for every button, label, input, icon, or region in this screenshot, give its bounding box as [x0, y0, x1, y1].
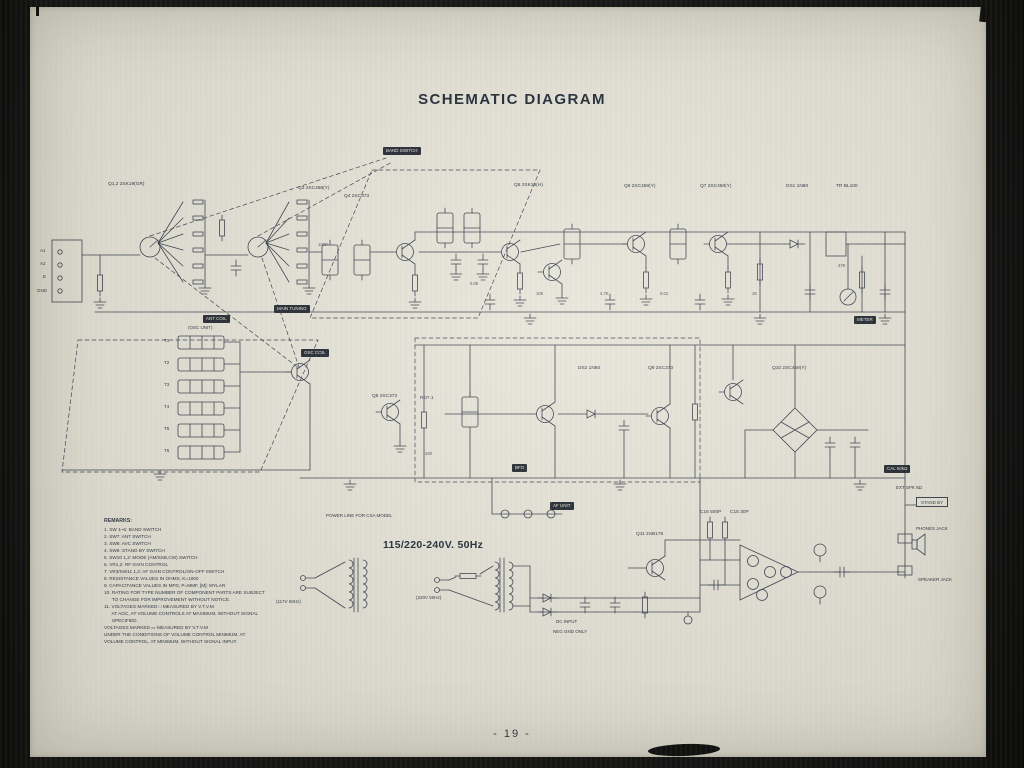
component-label: Q3 2SC458(Y): [298, 186, 330, 191]
value-label: 10K: [536, 291, 544, 296]
remarks-line: 3. SW8: AVC SWITCH: [104, 541, 151, 546]
osc-unit-label: (OSC UNIT): [188, 325, 213, 330]
remarks-line: 10. RATING FOR TYPE NUMBER OF COMPONENT …: [104, 590, 265, 595]
component-label: TR BL100: [836, 184, 858, 189]
coil-label-t6: T6: [164, 448, 170, 453]
speaker-jack-label: SPEAKER JACK: [918, 577, 953, 582]
component-label: Q10 2SC458(Y): [772, 366, 807, 371]
component-label: Q1,2 2SK19(GR): [108, 182, 145, 187]
component-label: Q7 2SC458(Y): [700, 184, 732, 189]
component-label: C15 30P: [730, 510, 749, 515]
value-label: 100P: [318, 242, 328, 247]
terminal-a2: A2: [40, 261, 46, 266]
meter-chip: METER: [854, 316, 876, 324]
value-label: 47K: [838, 263, 846, 268]
csa-note-label: POWER LINE FOR CSA MODEL: [326, 513, 393, 518]
coil-label-t4: T4: [164, 404, 170, 409]
component-label: Q9 2SC373: [648, 366, 674, 371]
coil-label-t2: T2: [164, 360, 170, 365]
value-label: 0.01: [660, 291, 669, 296]
remarks-line: 11. VOLTAGES MARKED □ MEASURED BY V.T.V.…: [104, 604, 214, 609]
stand-by-box: STAND BY: [916, 497, 949, 507]
remarks-line: VOLTAGES MARKED ▭ MEASURED BY V.T.V.M: [104, 625, 208, 630]
terminal-a1: A1: [40, 248, 46, 253]
component-label: RD7.1: [420, 396, 434, 401]
remarks-line: 9. CAPACITANCE VALUES IN MFD, P=MMF, [M]…: [104, 583, 226, 588]
main-tuning-chip: MAIN TUNING: [274, 305, 310, 313]
terminal-gnd: GND: [37, 288, 47, 293]
plug-left-label: (117V 60Hz): [276, 599, 301, 604]
terminal-e: E: [43, 274, 47, 279]
remarks-line: 8. RESISTANCE VALUES IN OHMS, K=1000: [104, 576, 199, 581]
coil-label-t5: T5: [164, 426, 170, 431]
page-title: SCHEMATIC DIAGRAM: [418, 91, 606, 108]
remarks-line: TO CHANGE FOR IMPROVEMENT WITHOUT NOTICE…: [104, 597, 231, 602]
ant-coil-chip: ANT COIL: [203, 315, 230, 323]
band-switch-chip: BAND SWITCH: [383, 147, 421, 155]
value-label: 220: [425, 451, 432, 456]
remarks-line: VOLUME CONTROL, AT MINIMUM, WITHOUT SIGN…: [104, 639, 238, 644]
page-number: - 19 -: [493, 728, 531, 740]
remarks-line: 6. VR1,2: RF GAIN CONTROL: [104, 562, 169, 567]
voltage-label: 115/220-240V. 50Hz: [383, 539, 484, 551]
component-label: DS1 1N60: [786, 184, 809, 189]
value-label: 1K: [752, 291, 758, 296]
coil-label-t3: T3: [164, 382, 170, 387]
remarks-line: 2. SW7: ANT SWITCH: [104, 534, 151, 539]
remarks-line: 4. SW9: STAND BY SWITCH: [104, 548, 165, 553]
remarks-line: SPECIFIED.: [104, 618, 138, 623]
remarks-heading: REMARKS:: [104, 518, 132, 524]
remarks-block: REMARKS: 1. SW 1~6: BAND SWITCH 2. SW7: …: [104, 518, 319, 645]
remarks-line: 5. SW10 1,2: MODE (AM/SSB,CW) SWITCH: [104, 555, 198, 560]
component-label: DS2 1N60: [578, 366, 601, 371]
cal-chip: CAL 50kΩ: [884, 465, 911, 473]
component-label: Q4 2SC373: [344, 194, 370, 199]
coil-label-t1: T1: [164, 338, 170, 343]
remarks-line: 1. SW 1~6: BAND SWITCH: [104, 527, 162, 532]
phones-jack-label: PHONES JACK: [916, 526, 948, 531]
dc-input-label: DC INPUT: [556, 619, 578, 624]
neg-gnd-label: NEG GND ONLY: [553, 629, 588, 634]
value-label: 0.05: [470, 281, 479, 286]
remarks-line: 7. VR3/SW11 1,2: AF GAIN CONTROL/ON-OFF …: [104, 569, 225, 574]
component-label: Q11 2SB178: [636, 532, 664, 537]
remarks-line: AT AGC, AT VOLUME CONTROLS AT MAXIMUM, W…: [104, 611, 259, 616]
osc-coil-chip: OSC COIL: [301, 349, 329, 357]
af-unit-chip: AF UNIT: [550, 502, 574, 510]
component-label: Q5 2SK19(H): [514, 183, 543, 188]
component-label: C16 500P: [700, 510, 722, 515]
bfo-chip: BFO: [512, 464, 528, 472]
ext-spk-label: EXT SPK 8Ω: [896, 485, 923, 490]
plug-right-label: (220V 50Hz): [416, 595, 442, 600]
component-label: Q8 2SC373: [372, 394, 398, 399]
remarks-line: UNDER THE CONDITIONS OF VOLUME CONTROL M…: [104, 632, 246, 637]
component-label: Q6 2SC458(Y): [624, 184, 656, 189]
value-label: 4.7K: [600, 291, 609, 296]
